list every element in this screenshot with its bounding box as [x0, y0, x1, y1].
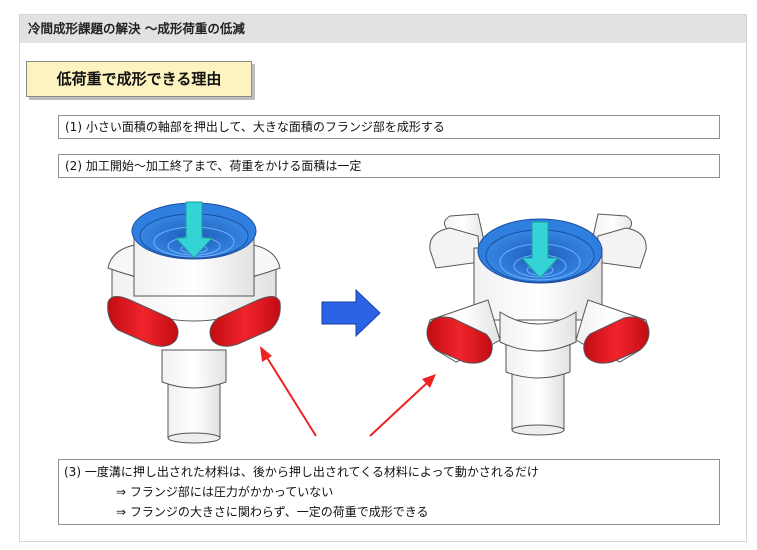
- point-2: (2) 加工開始〜加工終了まで、荷重をかける面積は一定: [58, 154, 720, 178]
- down-arrow-icon: [174, 201, 214, 259]
- note-box: (3) 一度溝に押し出された材料は、後から押し出されてくる材料によって動かされる…: [58, 459, 720, 525]
- point-1: (1) 小さい面積の軸部を押出して、大きな面積のフランジ部を成形する: [58, 115, 720, 139]
- down-arrow-icon: [520, 221, 560, 279]
- flange-lobe: [583, 316, 650, 364]
- note-line-1: (3) 一度溝に押し出された材料は、後から押し出されてくる材料によって動かされる…: [64, 465, 539, 479]
- flange-lobe: [426, 316, 493, 364]
- pointer-arrow-right: [369, 374, 436, 437]
- note-line-3: ⇒ フランジの大きさに関わらず、一定の荷重で成形できる: [116, 505, 429, 519]
- note-line-2: ⇒ フランジ部には圧力がかかっていない: [116, 485, 334, 499]
- page-title: 冷間成形課題の解決 〜成形荷重の低減: [20, 15, 746, 43]
- section-title: 低荷重で成形できる理由: [26, 61, 252, 97]
- flange-lobe: [209, 296, 281, 347]
- right-arrow-icon: [321, 288, 381, 338]
- flange-lobe: [107, 296, 179, 347]
- pointer-arrow-left: [260, 346, 317, 437]
- content-frame: 冷間成形課題の解決 〜成形荷重の低減 低荷重で成形できる理由 (1) 小さい面積…: [19, 14, 747, 542]
